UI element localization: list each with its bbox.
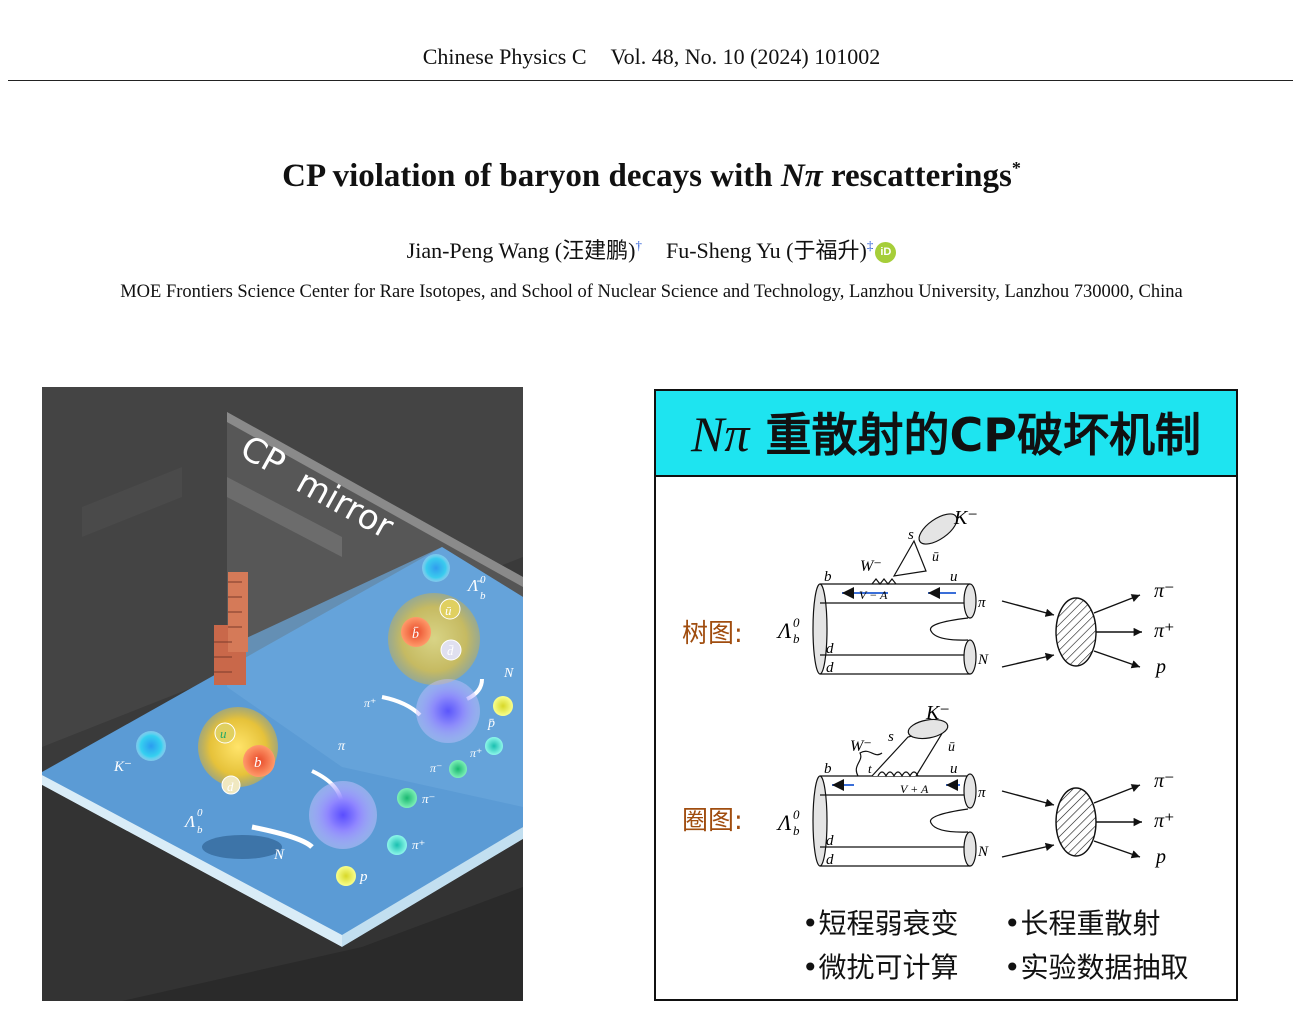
feynman-diagrams: Λ 0 b b u d d W⁻ V − A s ū K⁻ π N π⁻ π⁺ … <box>776 507 1175 868</box>
svg-text:π: π <box>978 595 986 611</box>
label-lambda: Λ <box>183 812 196 831</box>
journal-name: Chinese Physics C <box>422 44 587 69</box>
svg-text:b̄: b̄ <box>412 626 419 642</box>
cp-mechanism-panel: Nπ 重散射的CP破坏机制 树图: 圈图: Λ <box>654 389 1238 1001</box>
svg-text:N: N <box>977 652 989 668</box>
svg-text:N: N <box>977 844 989 860</box>
svg-text:π⁻: π⁻ <box>430 761 442 775</box>
label-nucleon: N <box>273 847 285 863</box>
loop-diagram: Λ 0 b b u d d W⁻ t V + A s ū K⁻ π N π⁻ π… <box>776 702 1175 868</box>
svg-text:0: 0 <box>793 615 800 630</box>
cp-mirror-illustration: CP mirror K⁻ u b d Λ 0 b π N π⁻ π⁺ p Λ̄ … <box>42 387 523 1001</box>
author-list: Jian-Peng Wang (汪建鹏)† Fu-Sheng Yu (于福升)‡i… <box>0 233 1303 265</box>
svg-text:V + A: V + A <box>900 782 929 796</box>
author-2[interactable]: Fu-Sheng Yu (于福升) <box>665 238 867 263</box>
svg-text:d: d <box>826 660 834 676</box>
label-proton: p <box>359 869 368 885</box>
svg-text:π⁺: π⁺ <box>1154 620 1175 642</box>
svg-text:d̄: d̄ <box>447 643 454 658</box>
svg-text:0: 0 <box>480 574 486 586</box>
svg-text:π⁻: π⁻ <box>1154 580 1175 602</box>
svg-text:d: d <box>826 641 834 657</box>
svg-text:π: π <box>978 785 986 801</box>
svg-text:ū: ū <box>932 550 939 565</box>
svg-text:ū: ū <box>948 740 955 755</box>
svg-text:s: s <box>908 527 914 543</box>
bullet-short-range: •短程弱衰变 <box>802 907 959 940</box>
kaon-sphere <box>136 731 166 761</box>
svg-text:Λ: Λ <box>776 618 792 643</box>
svg-text:π⁺: π⁺ <box>364 696 376 710</box>
header-rule <box>8 80 1293 81</box>
journal-header: Chinese Physics C Vol. 48, No. 10 (2024) … <box>0 44 1303 70</box>
label-lambda-sup: 0 <box>197 807 203 819</box>
bullet-long-range: •长程重散射 <box>1004 907 1161 940</box>
svg-text:ū: ū <box>445 603 452 618</box>
svg-text:0: 0 <box>793 807 800 822</box>
label-lambda-sub: b <box>197 824 203 836</box>
bullet-experimental: •实验数据抽取 <box>1004 951 1189 984</box>
svg-text:π⁺: π⁺ <box>470 746 482 760</box>
author-1-mark[interactable]: † <box>635 237 642 253</box>
svg-text:p: p <box>1154 846 1166 868</box>
n-pi-resonance <box>309 781 377 849</box>
quark-u: u <box>220 726 227 741</box>
tree-diagram: Λ 0 b b u d d W⁻ V − A s ū K⁻ π N π⁻ π⁺ … <box>776 507 1175 678</box>
svg-text:π⁻: π⁻ <box>1154 770 1175 792</box>
label-pi-plus: π⁺ <box>412 837 425 852</box>
mirror-lambda-b-bar <box>388 593 480 685</box>
svg-text:u: u <box>950 761 958 777</box>
bullet-perturbative: •微扰可计算 <box>802 951 959 984</box>
svg-text:V − A: V − A <box>859 588 888 602</box>
journal-volume: Vol. 48, No. 10 (2024) 101002 <box>610 44 881 69</box>
title-footnote-mark: * <box>1011 158 1021 178</box>
quark-d: d <box>227 779 234 794</box>
svg-text:p̄: p̄ <box>487 716 495 731</box>
svg-text:Λ: Λ <box>776 810 792 835</box>
svg-text:d: d <box>826 833 834 849</box>
orcid-icon[interactable]: iD <box>875 242 897 264</box>
label-pion: π <box>338 739 346 754</box>
label-pi-minus: π⁻ <box>422 791 435 806</box>
heading-text: 重散射的CP破坏机制 <box>749 408 1201 462</box>
label-kaon: K⁻ <box>113 759 132 775</box>
loop-diagram-label: 圈图: <box>682 806 743 836</box>
author-2-mark[interactable]: ‡ <box>866 237 874 253</box>
quark-b: b <box>254 755 262 771</box>
svg-text:K⁻: K⁻ <box>925 702 950 724</box>
affiliation: MOE Frontiers Science Center for Rare Is… <box>120 282 1183 302</box>
panel-heading: Nπ 重散射的CP破坏机制 <box>656 391 1236 477</box>
svg-text:π⁺: π⁺ <box>1154 810 1175 832</box>
svg-text:W⁻: W⁻ <box>860 558 882 575</box>
heading-symbol: Nπ <box>691 406 750 462</box>
cp-mirror-svg: CP mirror K⁻ u b d Λ 0 b π N π⁻ π⁺ p Λ̄ … <box>42 387 523 1001</box>
svg-text:b: b <box>824 569 832 585</box>
svg-text:u: u <box>950 569 958 585</box>
tree-diagram-label: 树图: <box>682 619 743 649</box>
title-symbol: Nπ <box>780 158 823 194</box>
svg-text:K⁻: K⁻ <box>953 507 978 529</box>
svg-text:d: d <box>826 852 834 868</box>
author-1[interactable]: Jian-Peng Wang (汪建鹏) <box>406 238 636 263</box>
svg-text:b: b <box>824 761 832 777</box>
svg-text:b: b <box>793 823 800 838</box>
svg-text:N: N <box>503 666 514 681</box>
article-title: CP violation of baryon decays with Nπ re… <box>282 158 1021 194</box>
svg-text:b: b <box>480 590 486 602</box>
svg-text:t: t <box>868 761 872 776</box>
svg-text:b: b <box>793 631 800 646</box>
svg-text:s: s <box>888 729 894 745</box>
svg-text:W⁻: W⁻ <box>850 738 872 755</box>
svg-text:p: p <box>1154 656 1166 678</box>
